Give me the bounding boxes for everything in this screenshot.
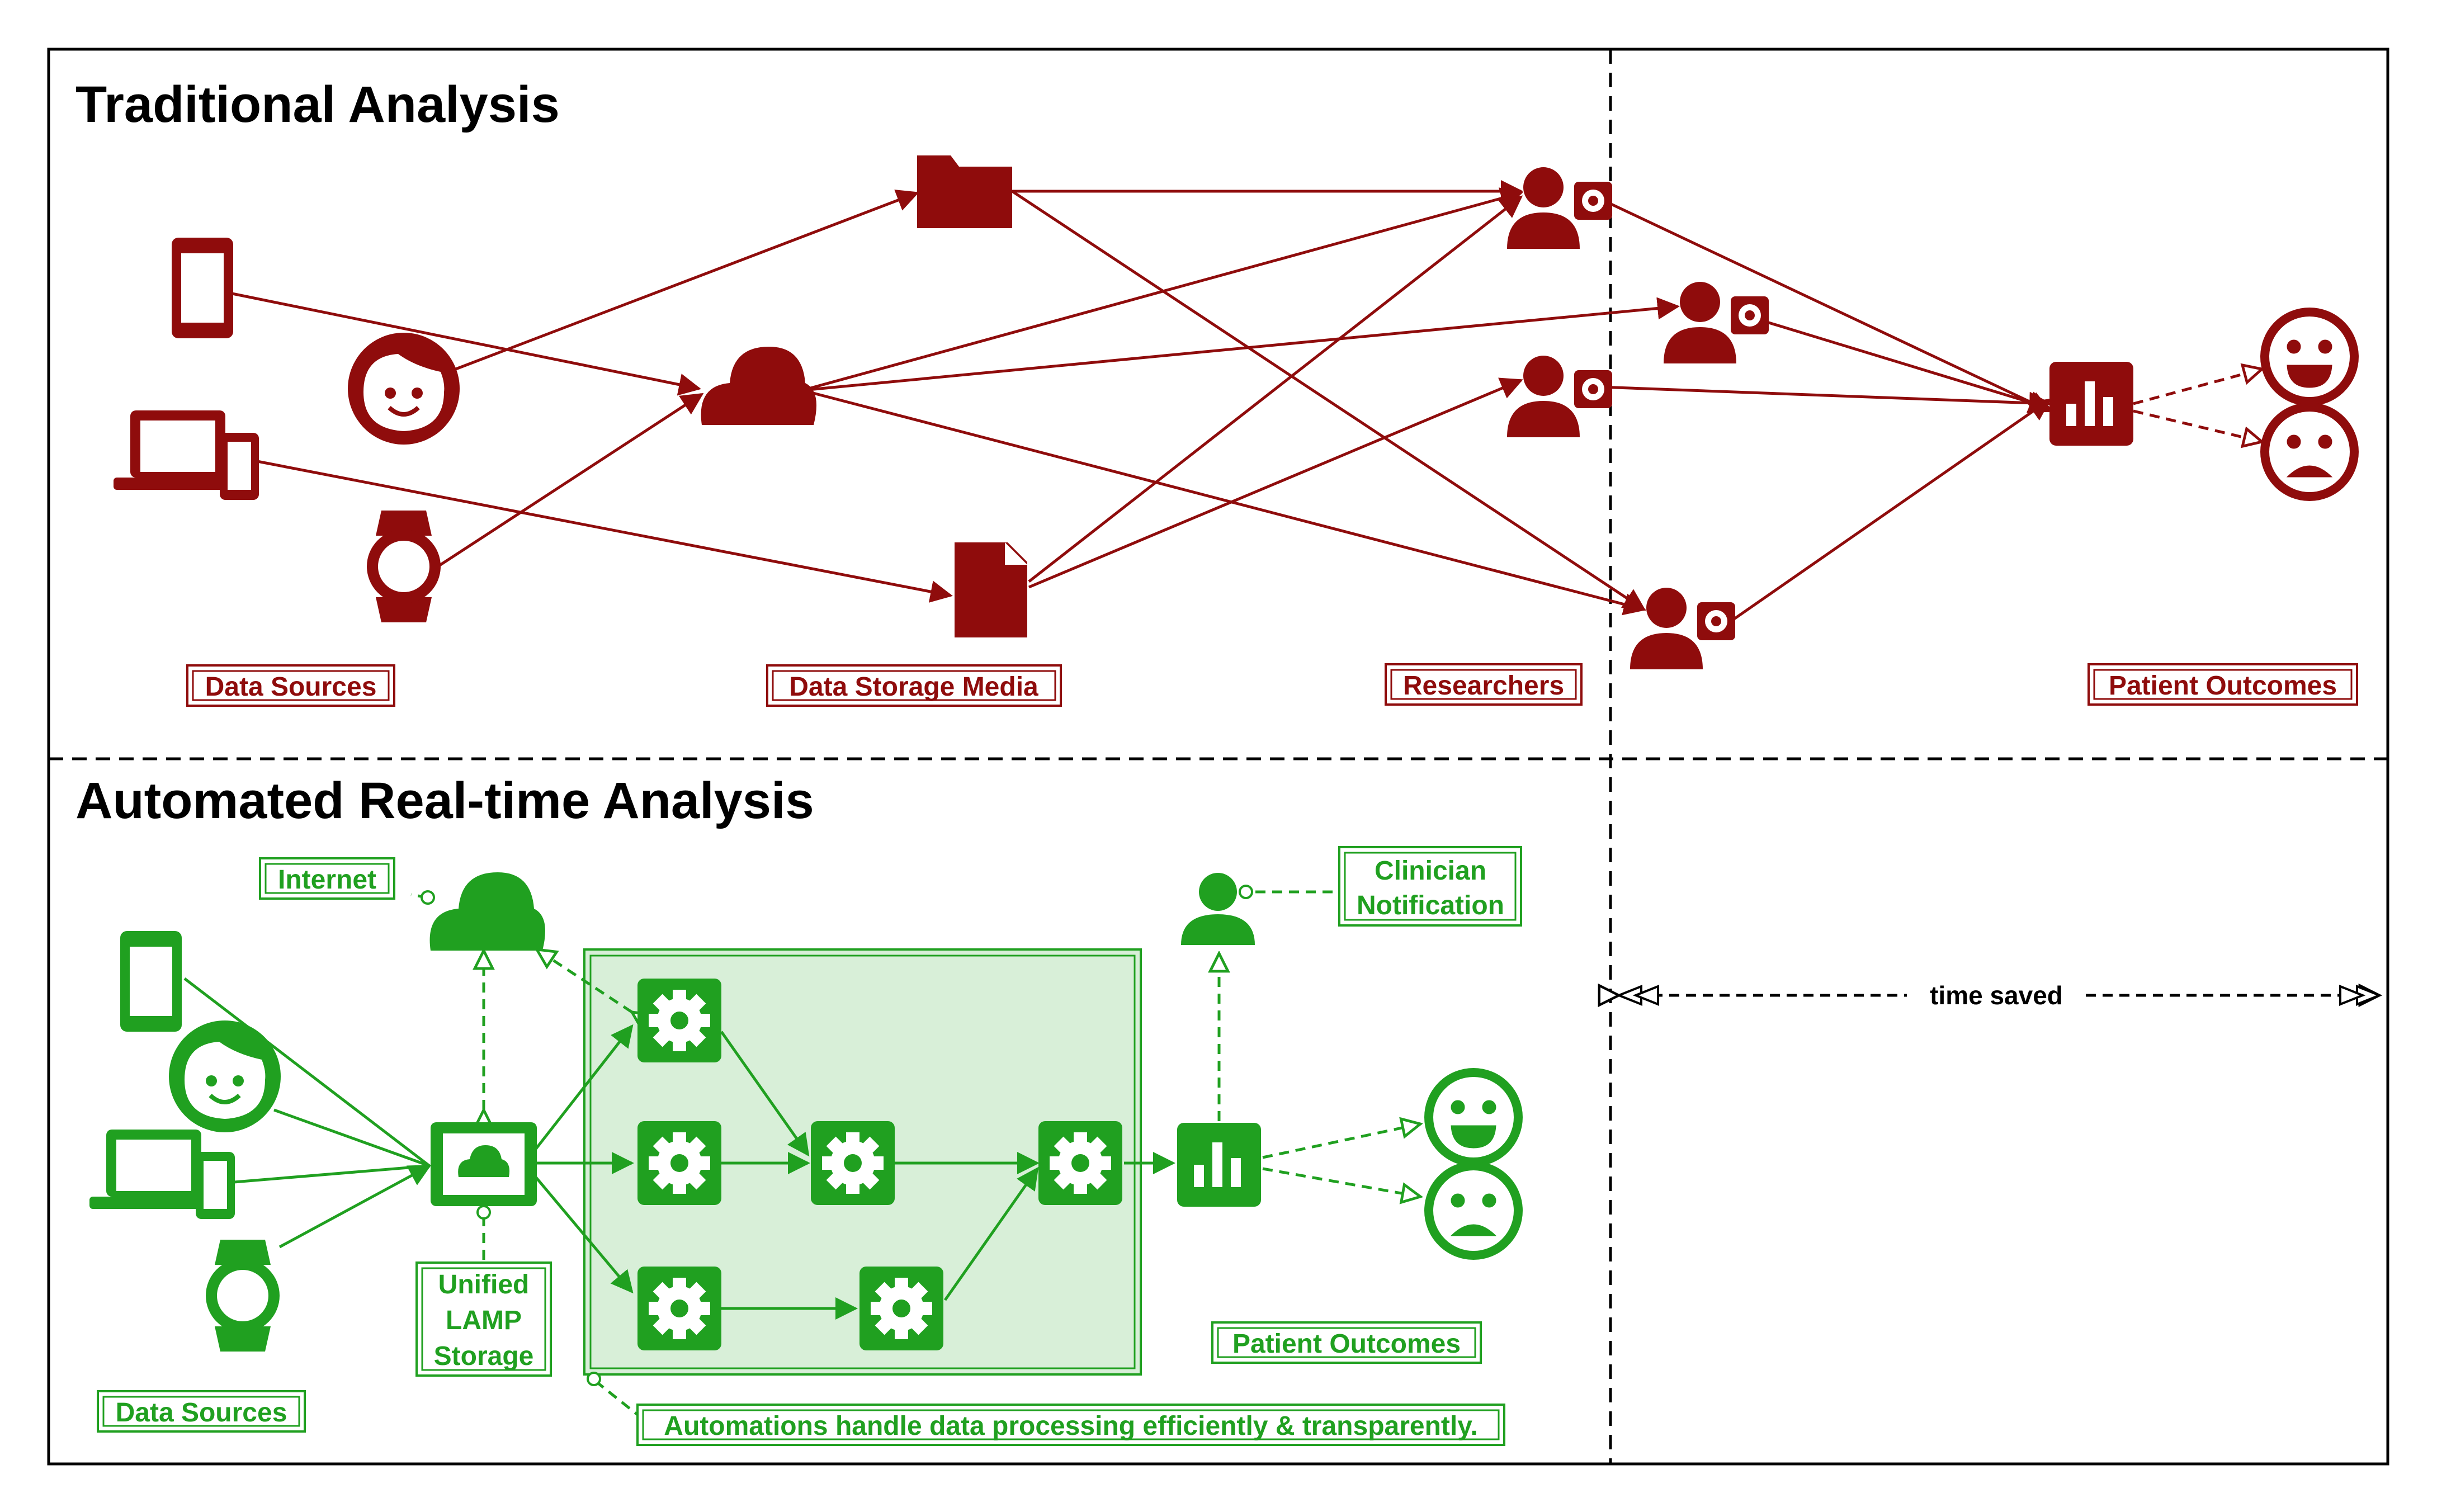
smartwatch-icon [206, 1240, 280, 1352]
automated-faces [1429, 1072, 1518, 1255]
automated-label-outcomes: Patient Outcomes [1211, 1321, 1482, 1364]
gear-icon [637, 979, 721, 1062]
automated-label-note: Automations handle data processing effic… [636, 1404, 1505, 1446]
child-face-icon [169, 1020, 281, 1132]
label-unified: Unified [438, 1270, 530, 1300]
automated-dashed-edges [410, 890, 1420, 1416]
traditional-edges [232, 180, 2052, 631]
laptop-phone-icon [89, 1130, 235, 1219]
gear-icon [811, 1121, 895, 1205]
bar-chart-icon [2049, 362, 2133, 446]
document-icon [955, 542, 1027, 637]
smartwatch-icon [367, 511, 441, 622]
traditional-outcome-edges [2133, 369, 2262, 442]
traditional-faces [2265, 312, 2354, 497]
automated-label-unified-storage: Unified LAMP Storage [415, 1261, 552, 1377]
happy-face-icon [2265, 312, 2354, 401]
traditional-icons [114, 155, 2133, 669]
happy-face-icon [1429, 1072, 1518, 1162]
label-lamp: LAMP [446, 1306, 522, 1335]
researcher-icon [1507, 356, 1612, 437]
label-researchers: Researchers [1403, 671, 1564, 701]
automated-icons [89, 872, 1261, 1352]
automated-label-data-sources: Data Sources [97, 1390, 306, 1433]
gear-icon [859, 1267, 943, 1350]
label-data-sources-automated: Data Sources [116, 1398, 287, 1428]
cloud-icon [429, 872, 545, 951]
label-clinician: Clinician [1375, 856, 1486, 886]
label-notification: Notification [1357, 891, 1504, 920]
traditional-label-researchers: Researchers [1385, 663, 1583, 706]
label-internet: Internet [278, 865, 376, 895]
gear-icon [637, 1121, 721, 1205]
researcher-icon [1664, 282, 1769, 363]
gear-icon [1038, 1121, 1122, 1205]
label-data-storage-media: Data Storage Media [789, 672, 1038, 702]
automated-title: Automated Real-time Analysis [75, 772, 814, 829]
researcher-icon [1507, 167, 1612, 249]
laptop-phone-icon [114, 410, 259, 500]
traditional-label-outcomes: Patient Outcomes [2087, 663, 2358, 706]
tablet-icon [172, 238, 233, 338]
label-patient-outcomes: Patient Outcomes [2109, 671, 2337, 701]
label-data-sources: Data Sources [205, 672, 377, 702]
tablet-icon [120, 931, 182, 1032]
clinician-icon [1181, 873, 1255, 945]
automated-edges [183, 977, 1175, 1320]
time-saved-indicator: time saved [1619, 981, 2383, 1010]
label-storage: Storage [434, 1341, 534, 1371]
traditional-title: Traditional Analysis [75, 76, 560, 133]
automated-label-clinician: Clinician Notification [1338, 846, 1522, 927]
outer-frame [47, 48, 2389, 1466]
time-saved-label: time saved [1930, 981, 2063, 1010]
sad-face-icon [2265, 407, 2354, 497]
gear-icon [637, 1267, 721, 1350]
traditional-label-storage: Data Storage Media [766, 664, 1062, 707]
researcher-icon [1630, 588, 1735, 669]
folder-icon [917, 155, 1012, 228]
sad-face-icon [1429, 1166, 1518, 1255]
label-patient-outcomes-automated: Patient Outcomes [1232, 1329, 1461, 1359]
storage-monitor-icon [431, 1122, 537, 1206]
traditional-label-data-sources: Data Sources [186, 664, 395, 707]
cloud-icon [701, 347, 816, 425]
label-automations-note: Automations handle data processing effic… [664, 1411, 1477, 1441]
automated-label-internet: Internet [259, 857, 395, 900]
child-face-icon [348, 333, 460, 445]
bar-chart-icon [1177, 1123, 1261, 1207]
